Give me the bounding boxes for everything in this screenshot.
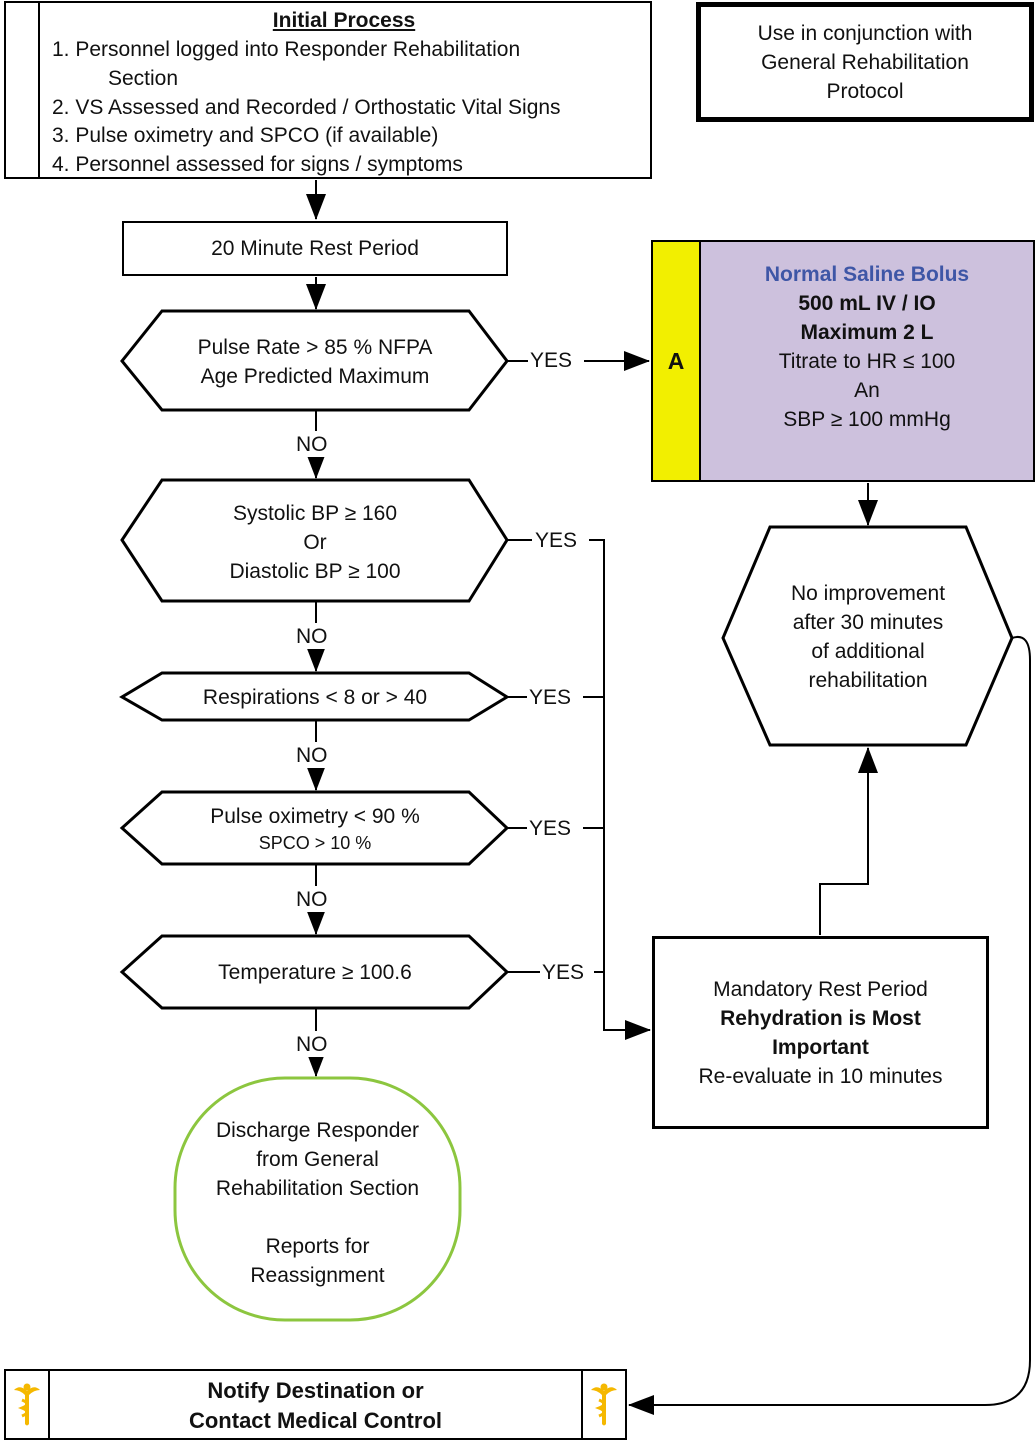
no-label: NO [296, 625, 328, 649]
saline-line: An [854, 379, 880, 402]
no-improvement-text: No improvement after 30 minutes of addit… [740, 579, 996, 695]
no-label: NO [296, 433, 328, 457]
bp-decision-text: Systolic BP ≥ 160 Or Diastolic BP ≥ 100 [140, 499, 490, 586]
initial-step: 4. Personnel assessed for signs / sympto… [52, 153, 463, 176]
saline-line: SBP ≥ 100 mmHg [783, 408, 951, 431]
mandatory-rest-text: Mandatory Rest Period Rehydration is Mos… [699, 975, 943, 1091]
no-improvement-line: rehabilitation [808, 669, 928, 692]
no-label: NO [296, 888, 328, 912]
discharge-line: Reassignment [250, 1264, 385, 1287]
notify-line: Contact Medical Control [188, 1408, 442, 1433]
pulse-line: Pulse Rate > 85 % NFPA [197, 336, 433, 359]
spo2-decision-text: Pulse oximetry < 90 % SPCO > 10 % [140, 802, 490, 855]
saline-dose: 500 mL IV / IO [798, 292, 936, 315]
mandatory-rest-box: Mandatory Rest Period Rehydration is Mos… [652, 936, 989, 1129]
mandatory-rest-line: Re-evaluate in 10 minutes [698, 1064, 943, 1088]
notify-line: Notify Destination or [207, 1378, 424, 1403]
temp-decision-shape [119, 934, 510, 1010]
spo2-line: Pulse oximetry < 90 % [210, 805, 420, 828]
rest-period-box: 20 Minute Rest Period [122, 221, 508, 276]
pulse-decision-text: Pulse Rate > 85 % NFPA Age Predicted Max… [140, 333, 490, 391]
initial-step: Section [108, 67, 179, 90]
discharge-line: Reports for [265, 1235, 370, 1258]
yes-label: YES [529, 817, 572, 841]
yes-label: YES [529, 686, 572, 710]
mandatory-rest-line: Mandatory Rest Period [713, 977, 928, 1001]
initial-step: 1. Personnel logged into Responder Rehab… [52, 38, 521, 61]
no-improvement-line: of additional [811, 640, 925, 663]
yes-label: YES [530, 349, 573, 373]
level-a-badge: A [653, 242, 701, 480]
bp-line: Or [303, 531, 327, 554]
initial-process-stripe [6, 3, 40, 177]
bp-line: Systolic BP ≥ 160 [232, 502, 398, 525]
temp-decision-text: Temperature ≥ 100.6 [140, 958, 490, 987]
initial-process-box: Initial Process 1. Personnel logged into… [4, 1, 652, 179]
saline-line: Titrate to HR ≤ 100 [778, 350, 956, 373]
yes-label: YES [535, 529, 578, 553]
note-text: Use in conjunction with General Rehabili… [757, 21, 973, 103]
note-box: Use in conjunction with General Rehabili… [696, 2, 1034, 122]
resp-line: Respirations < 8 or > 40 [202, 686, 428, 709]
spo2-line: SPCO > 10 % [258, 833, 372, 853]
discharge-shape [173, 1076, 462, 1322]
initial-step: 3. Pulse oximetry and SPCO (if available… [52, 124, 439, 147]
no-improvement-line: after 30 minutes [792, 611, 944, 634]
saline-content: Normal Saline Bolus 500 mL IV / IO Maxim… [701, 260, 1033, 434]
pulse-line: Age Predicted Maximum [200, 365, 430, 388]
resp-decision-shape [119, 671, 510, 722]
discharge-line: from General [256, 1148, 379, 1171]
no-improvement-shape [721, 525, 1014, 747]
initial-step: 2. VS Assessed and Recorded / Orthostati… [52, 96, 561, 119]
mandatory-rest-bold: Important [772, 1035, 869, 1059]
no-label: NO [296, 744, 328, 768]
caduceus-icon [6, 1371, 50, 1438]
notify-text: Notify Destination or Contact Medical Co… [50, 1376, 581, 1436]
saline-title: Normal Saline Bolus [764, 263, 970, 286]
discharge-line: Discharge Responder [215, 1119, 420, 1142]
no-label: NO [296, 1033, 328, 1057]
discharge-line [185, 1203, 450, 1232]
temp-line: Temperature ≥ 100.6 [218, 961, 412, 984]
notify-box: Notify Destination or Contact Medical Co… [4, 1369, 627, 1440]
yes-label: YES [542, 961, 585, 985]
mandatory-rest-bold: Rehydration is Most [720, 1006, 921, 1030]
resp-decision-text: Respirations < 8 or > 40 [140, 683, 490, 712]
initial-process-title: Initial Process [272, 9, 416, 32]
pulse-decision-shape [120, 309, 509, 412]
discharge-line: Rehabilitation Section [215, 1177, 420, 1200]
no-improvement-line: No improvement [790, 582, 946, 605]
bp-line: Diastolic BP ≥ 100 [229, 560, 401, 583]
caduceus-icon [581, 1371, 625, 1438]
bp-decision-shape [120, 478, 509, 603]
saline-bolus-box: A Normal Saline Bolus 500 mL IV / IO Max… [651, 240, 1035, 482]
saline-max: Maximum 2 L [800, 321, 934, 344]
spo2-decision-shape [119, 790, 510, 866]
discharge-text: Discharge Responder from General Rehabil… [185, 1116, 450, 1290]
